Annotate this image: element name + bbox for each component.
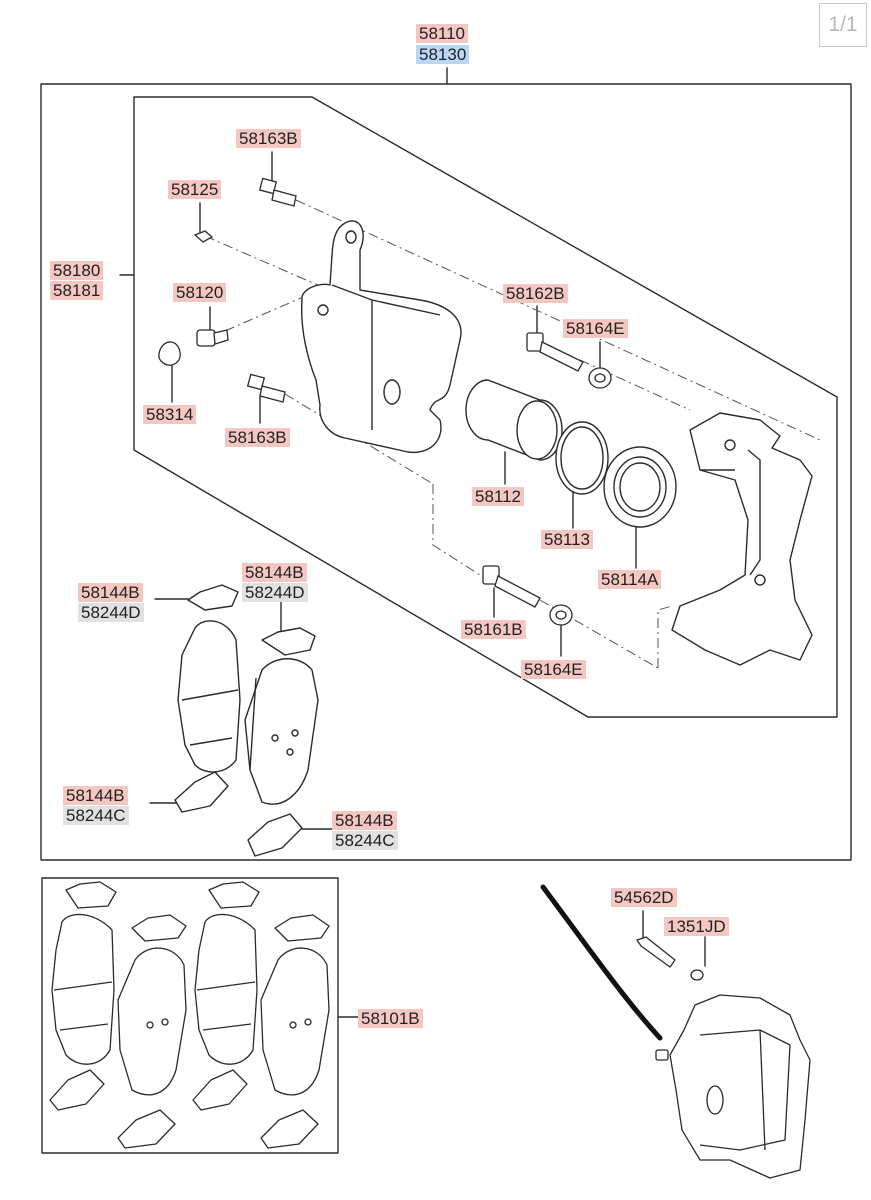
callout-58130[interactable]: 58130 (416, 45, 470, 64)
callout-shim-bl-a[interactable]: 58144B (63, 786, 128, 805)
caliper-housing-drawing (300, 220, 462, 454)
bolt-lower-drawing (246, 373, 286, 403)
shim-tl-drawing (187, 584, 239, 611)
pad-right-drawing (244, 658, 319, 805)
callout-piston-boot[interactable]: 58114A (598, 570, 662, 589)
callout-shim-tl-a[interactable]: 58144B (78, 583, 143, 602)
callout-seal-ring[interactable]: 58113 (541, 530, 594, 549)
callout-cap[interactable]: 58314 (143, 405, 197, 424)
callout-shim-bl-b[interactable]: 58244C (63, 806, 129, 825)
callout-shim-br-a[interactable]: 58144B (332, 811, 397, 830)
shim-bl-drawing (174, 771, 229, 813)
callout-piston[interactable]: 58112 (472, 487, 525, 506)
callout-caliper-a[interactable]: 58180 (50, 261, 104, 280)
callout-bolt-lower[interactable]: 58163B (225, 428, 290, 447)
boot-upper-drawing (588, 367, 612, 389)
callout-caliper-b[interactable]: 58181 (50, 281, 104, 300)
callout-washer[interactable]: 1351JD (664, 917, 729, 936)
guide-pin-lower-drawing (482, 565, 541, 608)
shim-tr-drawing (261, 627, 316, 656)
callout-clip-small[interactable]: 58125 (168, 180, 222, 199)
callout-guide-pin-lower[interactable]: 58161B (461, 620, 526, 639)
assembly-frame (40, 83, 852, 861)
callout-guide-pin-upper[interactable]: 58162B (503, 284, 568, 303)
callout-shim-tr-a[interactable]: 58144B (242, 563, 307, 582)
callout-58110[interactable]: 58110 (416, 24, 469, 43)
callout-boot-lower[interactable]: 58164E (521, 660, 586, 679)
pad-kit-frame (41, 877, 339, 1154)
callout-bleeder[interactable]: 58120 (173, 283, 227, 302)
pad-left-drawing (177, 620, 241, 773)
bolt-top-drawing (258, 177, 297, 207)
pad-kit-set-2-drawing (192, 881, 330, 1149)
callout-pad-kit[interactable]: 58101B (358, 1009, 423, 1028)
page-indicator: 1/1 (819, 3, 867, 47)
caliper-bracket-drawing (671, 412, 813, 666)
callout-shim-br-b[interactable]: 58244C (332, 831, 398, 850)
boot-lower-drawing (549, 604, 573, 626)
caliper-subassembly-frame (133, 96, 838, 718)
guide-pin-upper-drawing (526, 332, 584, 372)
pad-kit-set-1-drawing (49, 881, 187, 1149)
callout-shim-tr-b[interactable]: 58244D (242, 583, 308, 602)
callout-mount-bolt[interactable]: 54562D (611, 888, 677, 907)
cap-drawing (158, 341, 181, 366)
clip-small-drawing (193, 230, 214, 243)
callout-shim-tl-b[interactable]: 58244D (78, 603, 144, 622)
inset-view-drawing (540, 884, 811, 1179)
callout-boot-upper[interactable]: 58164E (563, 319, 628, 338)
callout-bolt-top[interactable]: 58163B (236, 129, 301, 148)
shim-br-drawing (247, 813, 303, 857)
bleeder-drawing (196, 329, 229, 347)
